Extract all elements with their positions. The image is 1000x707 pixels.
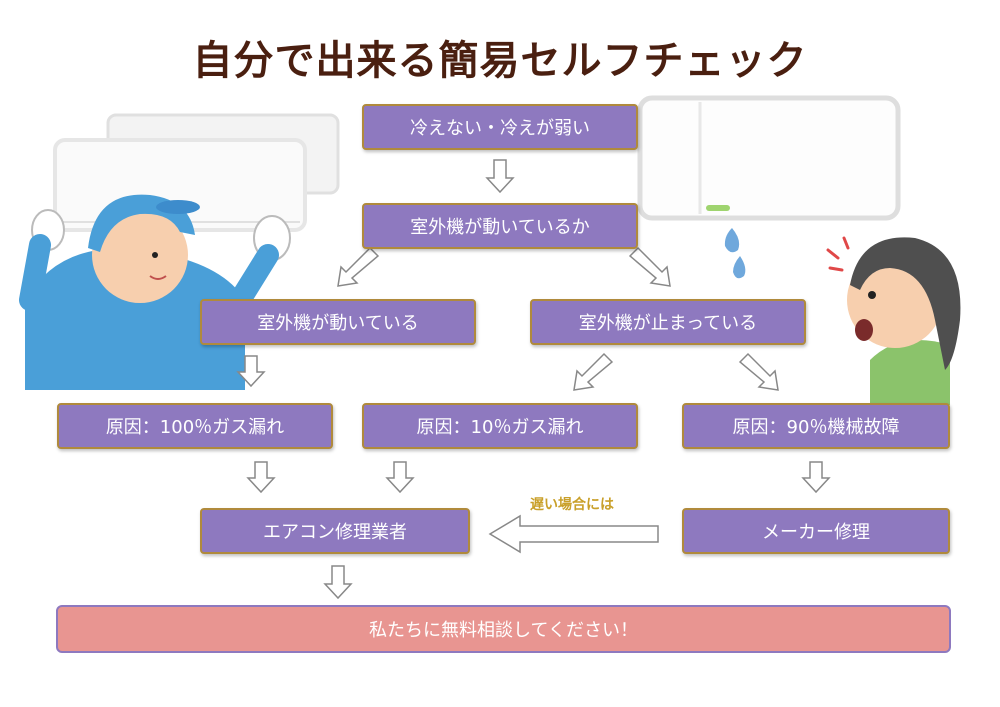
worker-illustration [19, 194, 291, 390]
arrow-stopped-to-fault [738, 352, 779, 391]
woman-illustration [826, 236, 961, 405]
arrow-running-to-gas100 [236, 355, 266, 388]
arrow-check-to-stopped [628, 246, 671, 287]
node-start: 冷えない・冷えが弱い [362, 104, 638, 150]
arrow-gas100-to-repair [246, 461, 276, 494]
page-title: 自分で出来る簡易セルフチェック [192, 38, 808, 84]
node-final-cta[interactable]: 私たちに無料相談してください！ [56, 605, 951, 653]
right-aircon-illustration [637, 95, 901, 279]
arrow-start-to-check [485, 159, 515, 194]
node-running: 室外機が動いている [200, 299, 476, 345]
edge-label-slow-case: 遅い場合には [530, 497, 614, 513]
left-aircon-illustration [53, 113, 340, 232]
node-repair-shop: エアコン修理業者 [200, 508, 470, 554]
node-maker-repair: メーカー修理 [682, 508, 950, 554]
node-cause-gas10: 原因：10％ガス漏れ [362, 403, 638, 449]
arrow-fault-to-maker [801, 461, 831, 494]
node-check: 室外機が動いているか [362, 203, 638, 249]
arrow-stopped-to-gas10 [573, 352, 614, 391]
node-stopped: 室外機が止まっている [530, 299, 806, 345]
arrow-maker-to-repair [488, 514, 659, 554]
flow-arrows [236, 159, 831, 600]
node-cause-fault90: 原因：90％機械故障 [682, 403, 950, 449]
arrow-check-to-running [337, 246, 380, 287]
arrow-gas10-to-repair [385, 461, 415, 494]
arrow-repair-to-final [323, 565, 353, 600]
node-cause-gas100: 原因：100％ガス漏れ [57, 403, 333, 449]
